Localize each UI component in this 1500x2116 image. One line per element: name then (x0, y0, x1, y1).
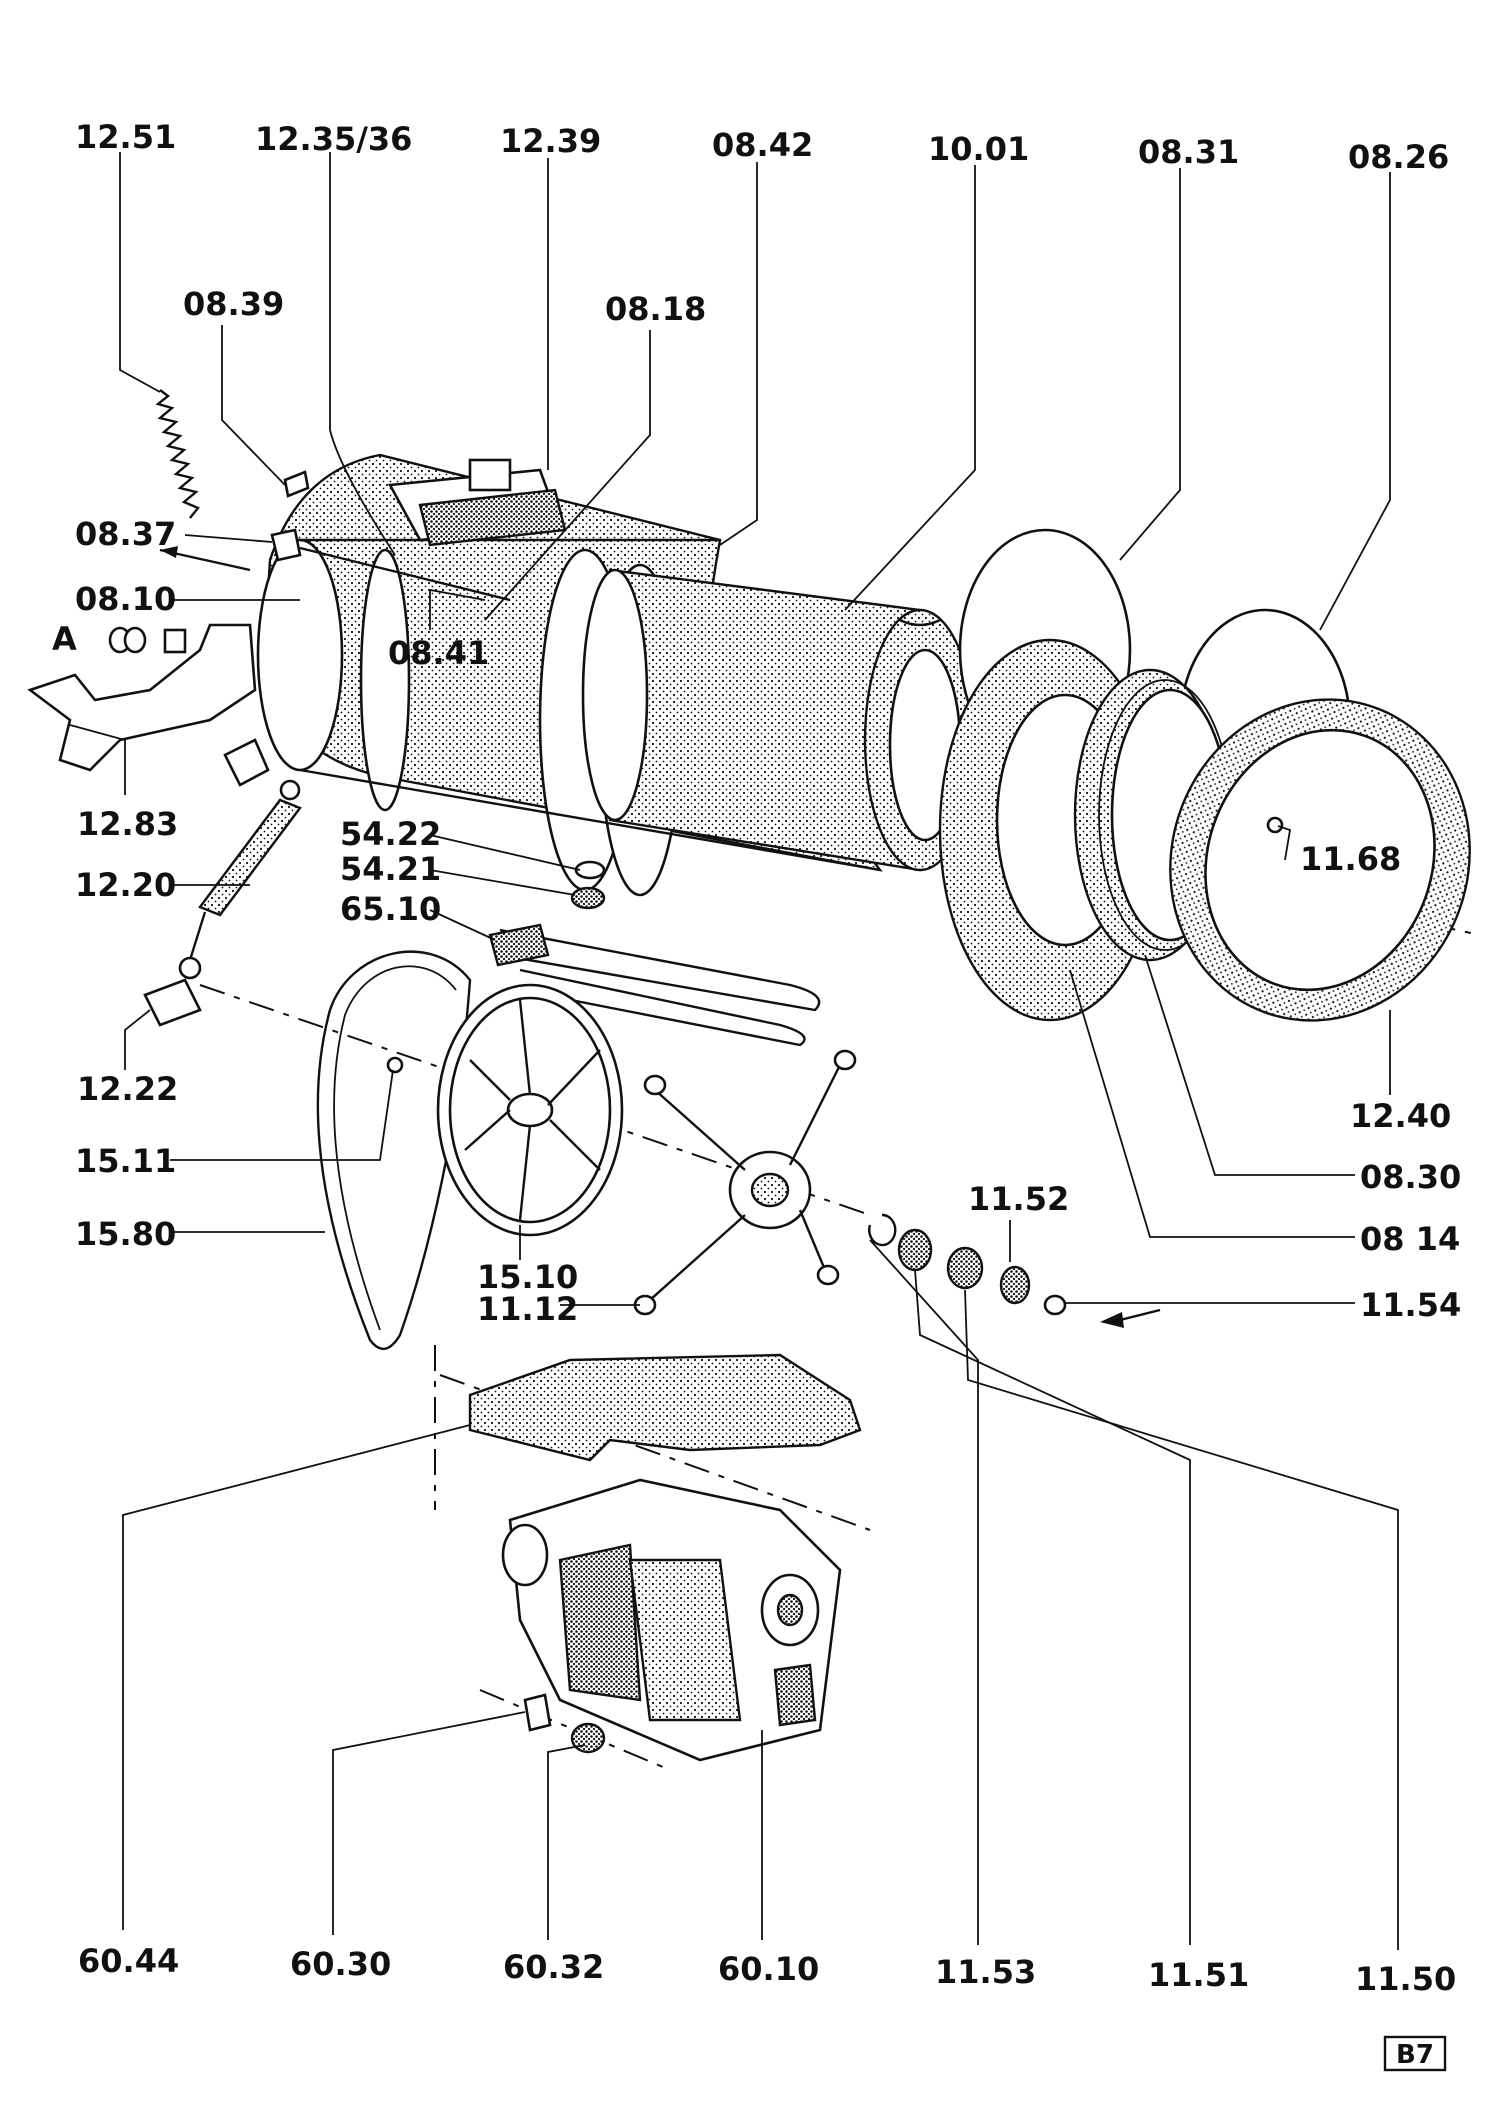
fastener-assembly (108, 626, 187, 654)
label-12-22: 12.22 (77, 1070, 178, 1108)
suspension-spring (155, 389, 200, 519)
clip-part (283, 470, 310, 498)
label-10-01: 10.01 (928, 130, 1029, 168)
bracket-part (270, 528, 302, 562)
label-54-21: 54.21 (340, 850, 441, 888)
label-11-52: 11.52 (968, 1180, 1069, 1218)
label-11-54: 11.54 (1360, 1286, 1461, 1324)
label-12-20: 12.20 (75, 866, 176, 904)
shock-absorber (178, 779, 302, 980)
heating-element (488, 923, 821, 1047)
label-60-10: 60.10 (718, 1950, 819, 1988)
label-60-30: 60.30 (290, 1945, 391, 1983)
label-08-26: 08.26 (1348, 138, 1449, 176)
label-54-22: 54.22 (340, 815, 441, 853)
label-08-18: 08.18 (605, 290, 706, 328)
label-60-44: 60.44 (78, 1942, 179, 1980)
leader-lines (69, 152, 1399, 1950)
inner-drum (581, 568, 977, 872)
label-08-39: 08.39 (183, 285, 284, 323)
motor-mount-sleeve (570, 1722, 606, 1754)
label-12-51: 12.51 (75, 118, 176, 156)
label-12-40: 12.40 (1350, 1097, 1451, 1135)
label-60-32: 60.32 (503, 1948, 604, 1986)
label-11-51: 11.51 (1148, 1956, 1249, 1994)
motor-mount-axis-line (479, 1689, 671, 1771)
page-code: B7 (1396, 2040, 1434, 2070)
drum-pulley (436, 983, 624, 1237)
belt-pulley-center (386, 1056, 404, 1074)
shaft-seal (999, 1265, 1031, 1305)
tie-rod (299, 546, 511, 602)
drive-belt (316, 950, 472, 1350)
label-65-10: 65.10 (340, 890, 441, 928)
label-08-10: 08.10 (75, 580, 176, 618)
label-a: A (52, 620, 77, 658)
label-08-41: 08.41 (388, 634, 489, 672)
label-11-53: 11.53 (935, 1953, 1036, 1991)
motor-mount-bush (523, 1693, 552, 1732)
label-12-39: 12.39 (500, 122, 601, 160)
label-15-10: 15.10 (477, 1258, 578, 1296)
drive-motor (501, 1478, 842, 1762)
absorber-bracket (143, 978, 202, 1027)
front-ring (1169, 698, 1471, 1022)
label-12-83: 12.83 (77, 805, 178, 843)
label-08-31: 08.31 (1138, 133, 1239, 171)
drain-nut (570, 886, 606, 910)
mounting-plate (27, 623, 257, 772)
label-15-11: 15.11 (75, 1142, 176, 1180)
motor-cover-plate (468, 1353, 862, 1462)
direction-arrow-right (1119, 1308, 1161, 1322)
page-code-box (1383, 2035, 1447, 2072)
label-08-14: 08 14 (1360, 1220, 1460, 1258)
label-15-80: 15.80 (75, 1215, 176, 1253)
label-08-42: 08.42 (712, 126, 813, 164)
label-11-12: 11.12 (477, 1290, 578, 1328)
label-08-37: 08.37 (75, 515, 176, 553)
label-08-30: 08.30 (1360, 1158, 1461, 1196)
drain-seal (574, 860, 606, 880)
label-12-35-36: 12.35/36 (255, 120, 412, 158)
label-11-68: 11.68 (1300, 840, 1401, 878)
circlip (868, 1213, 897, 1247)
label-11-50: 11.50 (1355, 1960, 1456, 1998)
part-labels: 12.51 12.35/36 12.39 08.42 10.01 08.31 0… (52, 118, 1461, 1998)
washer (1043, 1294, 1067, 1316)
bearing-inner (946, 1246, 984, 1290)
small-bracket (223, 738, 270, 787)
drum-spider (633, 1049, 857, 1316)
bearing-outer (897, 1228, 933, 1272)
